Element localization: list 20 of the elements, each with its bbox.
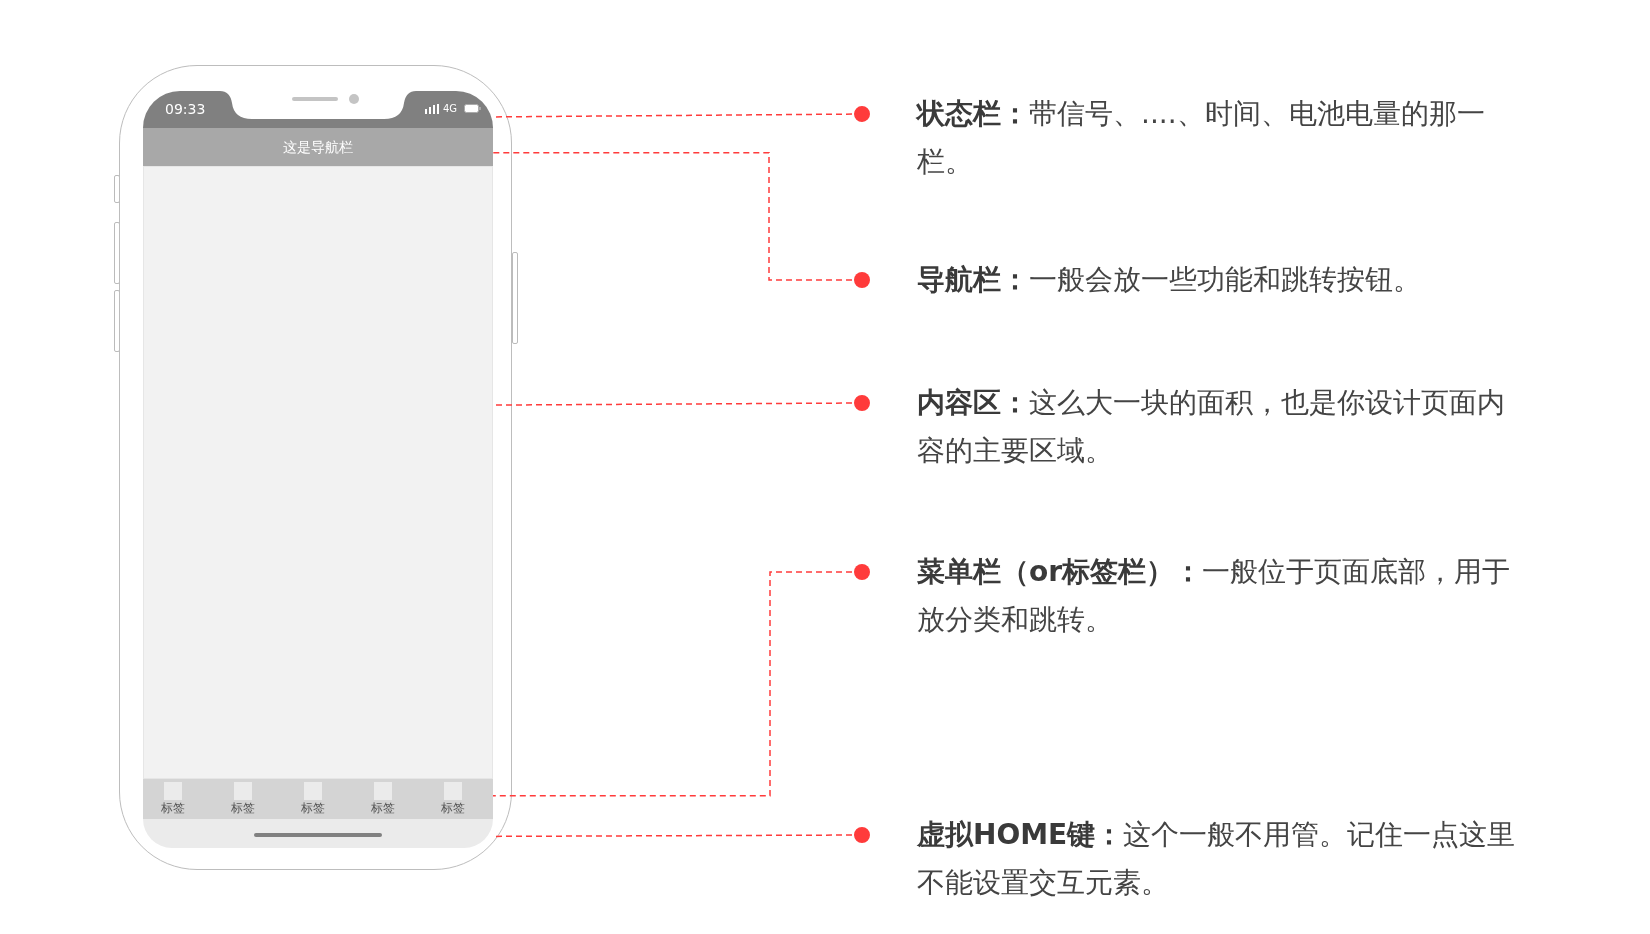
annotation-text: 虚拟HOME键：这个一般不用管。记住一点这里不能设置交互元素。 [862,811,1522,907]
leader-line [492,564,870,797]
annotation-text: 导航栏：一般会放一些功能和跳转按钮。 [862,256,1522,304]
leader-line [492,151,870,288]
tab-label: 标签 [300,801,326,816]
navigation-bar [143,128,493,166]
tab-label: 标签 [370,801,396,816]
annotation-text: 状态栏：带信号、....、时间、电池电量的那一栏。 [862,90,1522,186]
time-text: 09:33 [165,100,206,118]
title-text: 这是导航栏 [282,138,354,156]
tab-label: 标签 [160,801,186,816]
network-text: 4G [443,103,458,115]
tab-bar [143,779,493,819]
phone-frame [119,65,512,870]
tab-label: 标签 [440,801,466,816]
tab-label: 标签 [230,801,256,816]
annotation-text: 内容区：这么大一块的面积，也是你设计页面内容的主要区域。 [862,379,1522,475]
content-area [143,166,493,779]
annotation-text: 菜单栏（or标签栏）：一般位于页面底部，用于放分类和跳转。 [862,548,1522,644]
home-indicator-area [143,819,493,848]
